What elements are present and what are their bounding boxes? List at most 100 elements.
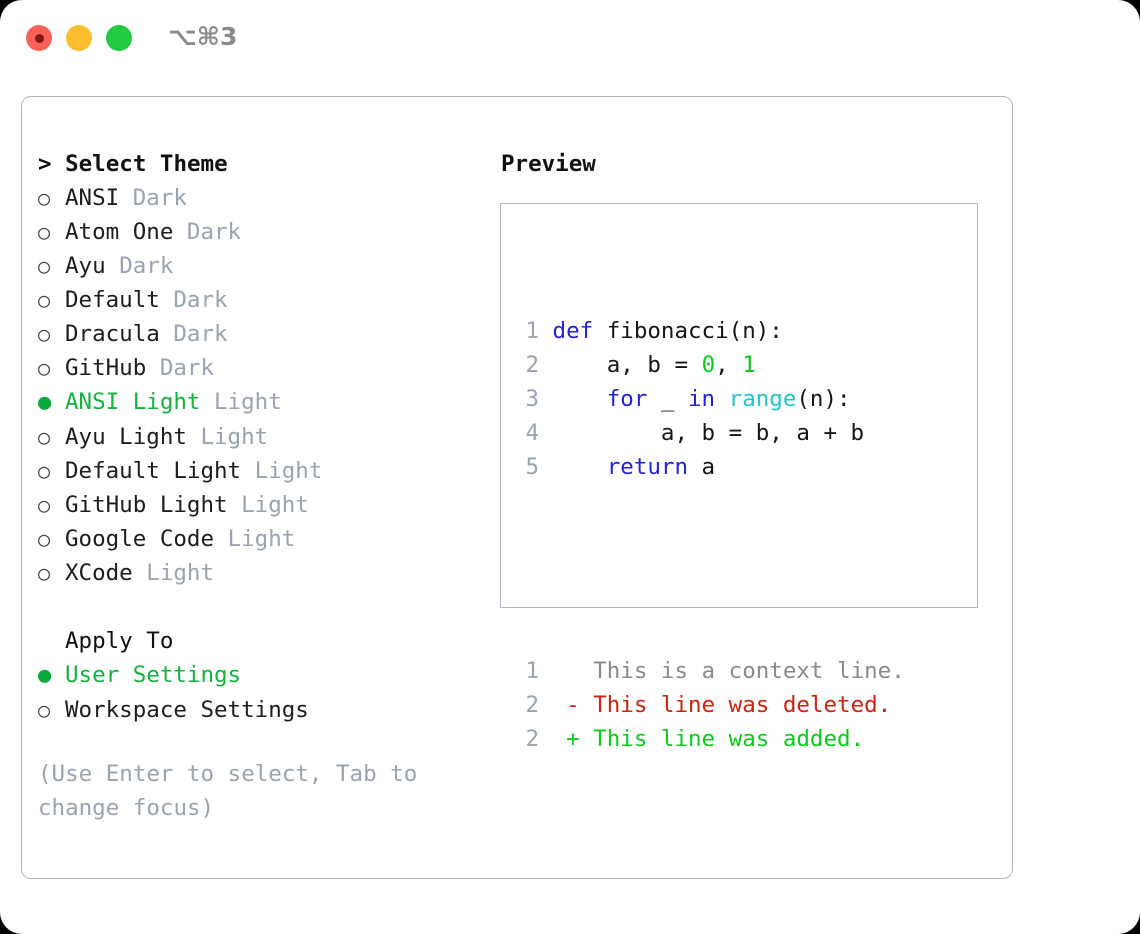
theme-option-kind: Light	[227, 526, 296, 552]
preview-column: Preview	[500, 147, 1000, 181]
keyboard-hint-text: (Use Enter to select, Tab to change focu…	[38, 761, 431, 821]
radio-unselected-icon: ○	[38, 220, 51, 244]
code-token	[715, 386, 729, 412]
spacer	[119, 181, 133, 215]
radio-unselected-icon: ○	[38, 322, 51, 346]
diff-text: This line was deleted.	[593, 692, 892, 718]
diff-marker: +	[566, 726, 594, 752]
apply-to-option-name: User Settings	[65, 662, 242, 688]
theme-option-kind: Dark	[132, 185, 187, 211]
apply-to-heading: Apply To	[65, 628, 174, 654]
radio-unselected-icon: ○	[38, 186, 51, 210]
spacer	[187, 420, 201, 454]
main-panel: > Select Theme ○ANSI Dark○Atom One Dark○…	[21, 96, 1013, 879]
line-number: 2	[525, 692, 539, 718]
radio-selected-icon: ●	[38, 390, 52, 415]
theme-option-github[interactable]: ○GitHub Dark	[38, 351, 478, 385]
code-token: ,	[715, 352, 743, 378]
line-number: 2	[525, 352, 539, 378]
code-token: (n):	[796, 386, 851, 412]
theme-option-name: GitHub	[65, 355, 147, 381]
code-token: def	[552, 318, 607, 344]
apply-to-option-list: ●User Settings○Workspace Settings	[38, 658, 478, 727]
diff-line: 2 - This line was deleted.	[513, 688, 905, 722]
code-line: 4 a, b = b, a + b	[513, 416, 905, 450]
gutter-gap	[539, 692, 566, 718]
spacer	[241, 454, 255, 488]
minimize-window-button[interactable]	[66, 25, 92, 51]
code-token: 0	[701, 352, 716, 378]
code-line: 2 a, b = 0, 1	[513, 348, 905, 382]
line-number: 3	[525, 386, 539, 412]
theme-option-ayu-light[interactable]: ○Ayu Light Light	[38, 420, 478, 454]
title-bar: ⌥⌘3	[0, 0, 1140, 78]
code-line: 1 def fibonacci(n):	[513, 314, 905, 348]
radio-unselected-icon: ○	[38, 254, 51, 278]
spacer	[228, 488, 242, 522]
gutter-gap	[539, 318, 553, 344]
spacer	[214, 522, 228, 556]
radio-unselected-icon: ○	[38, 459, 51, 483]
theme-option-kind: Light	[254, 458, 323, 484]
code-line: 3 for _ in range(n):	[513, 382, 905, 416]
theme-option-default[interactable]: ○ Default Dark	[38, 283, 478, 317]
diff-text: This line was added.	[593, 726, 865, 752]
theme-option-kind: Dark	[186, 219, 242, 245]
theme-option-name: Ayu	[65, 253, 106, 279]
gutter-gap	[539, 352, 553, 378]
spacer	[106, 249, 120, 283]
theme-option-default-light[interactable]: ○Default Light Light	[38, 454, 478, 488]
theme-option-name: Default	[65, 287, 160, 313]
code-blank-line	[513, 552, 905, 586]
theme-selector-column: > Select Theme ○ANSI Dark○Atom One Dark○…	[38, 147, 478, 825]
select-theme-heading: > Select Theme	[38, 151, 228, 177]
theme-option-name: Dracula	[65, 321, 160, 347]
theme-option-kind: Light	[214, 389, 282, 415]
gutter-gap	[539, 386, 553, 412]
code-line: 5 return a	[513, 450, 905, 484]
spacer	[146, 351, 160, 385]
traffic-lights	[26, 25, 132, 51]
spacer	[160, 283, 174, 317]
theme-option-kind: Dark	[173, 287, 228, 313]
theme-option-name: Atom One	[65, 219, 174, 245]
gutter-gap	[539, 726, 566, 752]
diff-lines: 1 This is a context line.2 - This line w…	[513, 654, 905, 756]
radio-unselected-icon: ○	[38, 288, 51, 312]
gutter-gap	[539, 454, 553, 480]
code-token: return	[606, 454, 689, 480]
maximize-window-button[interactable]	[106, 25, 132, 51]
theme-option-name: GitHub Light	[65, 492, 228, 518]
theme-option-github-light[interactable]: ○GitHub Light Light	[38, 488, 478, 522]
theme-option-name: XCode	[65, 560, 133, 586]
apply-to-option-workspace-settings[interactable]: ○Workspace Settings	[38, 693, 478, 727]
close-window-button[interactable]	[26, 25, 52, 51]
line-number: 4	[525, 420, 539, 446]
preview-heading: Preview	[501, 151, 596, 177]
theme-option-ayu[interactable]: ○ Ayu Dark	[38, 249, 478, 283]
theme-option-kind: Dark	[159, 355, 215, 381]
theme-option-ansi[interactable]: ○ANSI Dark	[38, 181, 478, 215]
theme-option-ansi-light[interactable]: ●ANSI Light Light	[38, 385, 478, 420]
theme-option-kind: Dark	[173, 321, 228, 347]
theme-option-kind: Light	[241, 492, 309, 518]
code-token: range	[728, 386, 797, 412]
theme-option-dracula[interactable]: ○ Dracula Dark	[38, 317, 478, 351]
theme-option-atom-one[interactable]: ○ Atom One Dark	[38, 215, 478, 249]
line-number: 2	[525, 726, 539, 752]
code-token: _	[647, 386, 689, 412]
code-token: a	[688, 454, 716, 480]
radio-unselected-icon: ○	[38, 425, 51, 449]
theme-option-google-code[interactable]: ○Google Code Light	[38, 522, 478, 556]
theme-option-name: Google Code	[65, 526, 215, 552]
theme-option-kind: Dark	[119, 253, 174, 279]
theme-option-xcode[interactable]: ○XCode Light	[38, 556, 478, 590]
line-number: 1	[525, 318, 539, 344]
line-number: 1	[525, 658, 539, 684]
apply-to-option-user-settings[interactable]: ●User Settings	[38, 658, 478, 693]
spacer	[160, 317, 174, 351]
